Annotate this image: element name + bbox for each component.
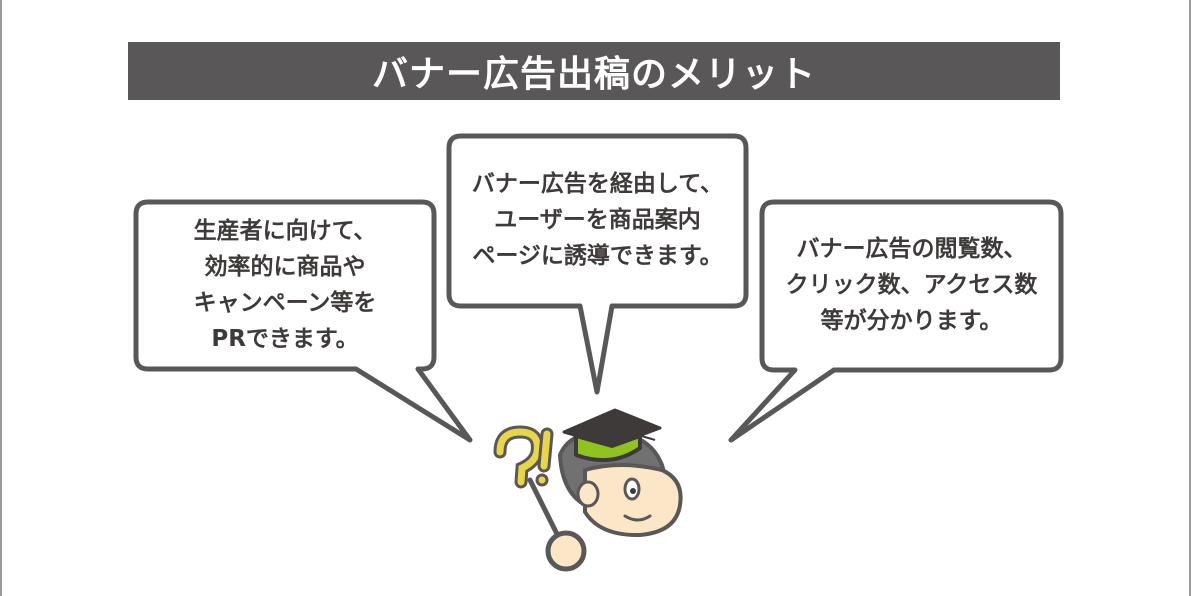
title-banner: バナー広告出稿のメリット [128,42,1060,100]
bubble-right-line: 等が分かります。 [820,308,1003,334]
speech-bubble-left [133,199,473,443]
bubble-text-right: バナー広告の閲覧数、 クリック数、アクセス数 等が分かります。 [768,206,1055,364]
graduate-character-icon [493,408,683,572]
speech-bubble-center [446,133,749,395]
bubble-right-line: クリック数、アクセス数 [785,272,1038,298]
graduation-cap-icon [562,408,662,463]
speech-bubble-right [728,199,1064,443]
bubble-left-line: PRできます。 [211,326,359,352]
bubble-center-line: ページに誘導できます。 [472,243,723,269]
pointer-ball [545,530,587,572]
bubble-right-line: バナー広告の閲覧数、 [796,236,1027,262]
bubble-center-line: バナー広告を経由して、 [471,171,724,197]
bubble-text-left: 生産者に向けて、 効率的に商品や キャンペーン等を PRできます。 [142,206,428,364]
bubble-center-line: ユーザーを商品案内 [494,207,701,233]
bubble-text-center: バナー広告を経由して、 ユーザーを商品案内 ページに誘導できます。 [455,140,740,300]
bubble-left-line: 生産者に向けて、 [193,218,377,244]
page-title: バナー広告出稿のメリット [371,54,816,95]
question-exclamation-icon [493,425,554,489]
pointer-stick [527,477,563,543]
bubble-left-line: 効率的に商品や [204,254,366,280]
bubble-left-line: キャンペーン等を [193,290,377,316]
